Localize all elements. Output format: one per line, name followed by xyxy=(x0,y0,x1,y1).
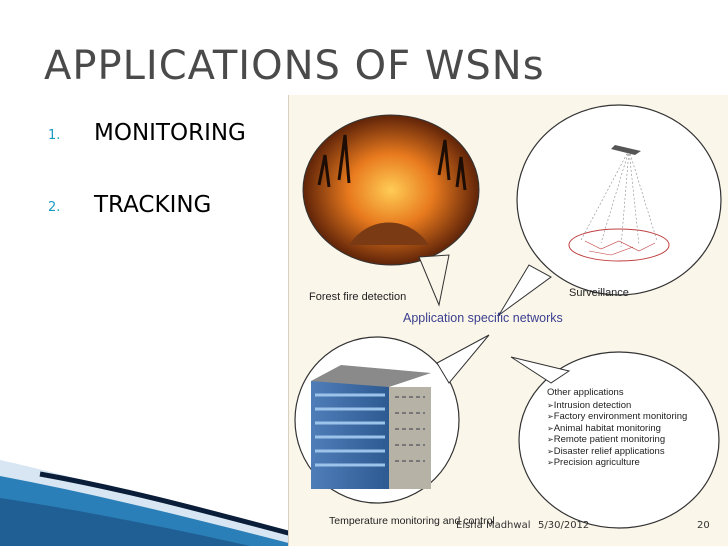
forest-fire-label: Forest fire detection xyxy=(309,291,407,303)
forest-fire-bubble xyxy=(302,114,480,307)
list-item: Disaster relief applications xyxy=(547,446,697,458)
aircraft-icon xyxy=(611,145,641,155)
temperature-monitoring-bubble xyxy=(294,334,490,504)
bullet-list: 1. MONITORING 2. TRACKING xyxy=(48,112,288,256)
other-applications-heading: Other applications xyxy=(547,387,624,398)
bullet-number: 1. xyxy=(48,128,61,143)
footer-date: 5/30/2012 xyxy=(538,520,590,531)
figure-illustration xyxy=(294,104,722,529)
bullet-number: 2. xyxy=(48,200,61,215)
bullet-item: 2. TRACKING xyxy=(48,184,288,256)
decorative-swoosh xyxy=(0,460,330,546)
list-item: Intrusion detection xyxy=(547,400,697,412)
temperature-label: Temperature monitoring and control xyxy=(329,515,495,527)
footer-author: Eisha Madhwal xyxy=(456,520,531,531)
surveillance-label: Surveillance xyxy=(569,287,629,299)
list-item: Remote patient monitoring xyxy=(547,434,697,446)
bullet-item: 1. MONITORING xyxy=(48,112,288,184)
other-applications-list: Other applications Intrusion detection F… xyxy=(547,387,697,469)
slide-title: APPLICATIONS OF WSNs xyxy=(44,43,545,89)
list-item: Factory environment monitoring xyxy=(547,411,697,423)
bullet-text: TRACKING xyxy=(94,192,212,218)
page-number: 20 xyxy=(697,520,710,531)
list-item: Precision agriculture xyxy=(547,457,697,469)
bullet-text: MONITORING xyxy=(94,120,246,146)
list-item: Animal habitat monitoring xyxy=(547,423,697,435)
wsn-applications-figure: Forest fire detection Surveillance Appli… xyxy=(288,95,728,546)
application-networks-label: Application specific networks xyxy=(403,311,563,325)
surveillance-bubble xyxy=(498,104,722,316)
